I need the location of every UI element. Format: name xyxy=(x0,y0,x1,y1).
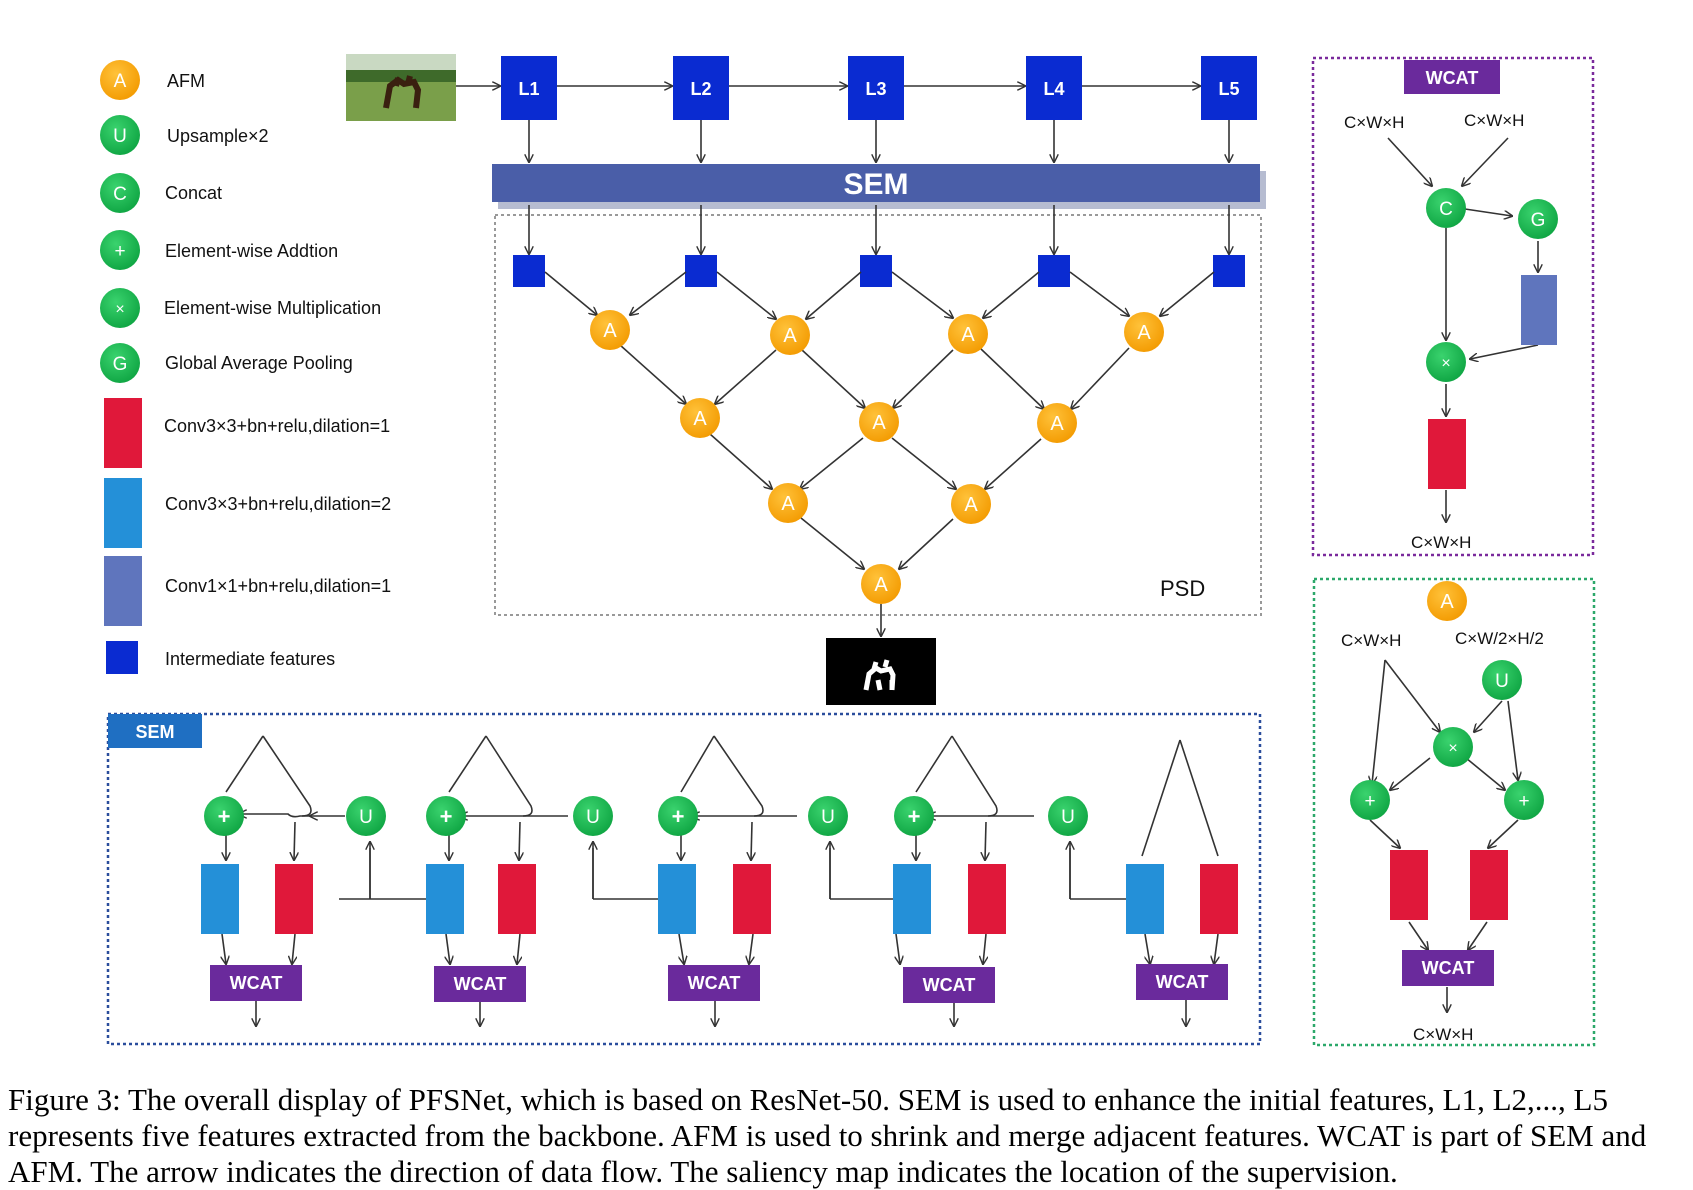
svg-text:U: U xyxy=(1061,807,1075,828)
svg-text:WCAT: WCAT xyxy=(923,975,976,995)
svg-text:A: A xyxy=(781,493,795,515)
sem-tag: SEM xyxy=(135,722,174,742)
svg-text:U: U xyxy=(113,126,127,147)
legend-item-conv1x1: Conv1×1+bn+relu,dilation=1 xyxy=(104,556,391,626)
level-l2: L2 xyxy=(673,56,729,120)
legend-item-intermediate: Intermediate features xyxy=(106,641,335,674)
svg-text:C: C xyxy=(113,184,127,205)
svg-text:+: + xyxy=(1518,791,1529,812)
svg-text:A: A xyxy=(964,494,978,516)
legend-label-intermediate: Intermediate features xyxy=(165,649,335,669)
svg-text:+: + xyxy=(1364,791,1375,812)
svg-text:A: A xyxy=(603,320,617,342)
svg-text:A: A xyxy=(114,71,127,92)
svg-text:U: U xyxy=(821,807,835,828)
legend-label-gap: Global Average Pooling xyxy=(165,353,353,373)
legend-item-addition: + Element-wise Addtion xyxy=(100,230,338,270)
wcat-nodes: C G × xyxy=(1426,188,1558,489)
svg-text:×: × xyxy=(1441,355,1450,372)
wcat-input-2: C×W×H xyxy=(1464,111,1524,130)
svg-text:U: U xyxy=(359,807,373,828)
saliency-map xyxy=(826,638,936,705)
legend-item-conv-d2: Conv3×3+bn+relu,dilation=2 xyxy=(104,478,391,548)
svg-text:WCAT: WCAT xyxy=(230,973,283,993)
legend-item-afm: A AFM xyxy=(100,60,205,100)
figure-caption: Figure 3: The overall display of PFSNet,… xyxy=(8,1082,1647,1189)
svg-text:A: A xyxy=(872,412,886,434)
legend-label-addition: Element-wise Addtion xyxy=(165,241,338,261)
backbone: L1 L2 L3 L4 L5 xyxy=(501,56,1257,162)
svg-text:C: C xyxy=(1439,199,1453,220)
svg-text:+: + xyxy=(672,804,685,829)
level-l1: L1 xyxy=(501,56,557,120)
psd-label: PSD xyxy=(1160,576,1205,601)
svg-text:+: + xyxy=(218,804,231,829)
svg-text:WCAT: WCAT xyxy=(454,974,507,994)
afm-input-2: C×W/2×H/2 xyxy=(1455,629,1544,648)
wcat-input-1: C×W×H xyxy=(1344,113,1404,132)
legend-item-upsample: U Upsample×2 xyxy=(100,115,269,155)
legend-item-conv-d1: Conv3×3+bn+relu,dilation=1 xyxy=(104,398,390,468)
intermediate-features xyxy=(513,255,1245,287)
svg-text:G: G xyxy=(1531,210,1546,231)
level-l3: L3 xyxy=(848,56,904,120)
svg-text:L2: L2 xyxy=(690,79,711,99)
svg-text:G: G xyxy=(113,354,128,375)
svg-text:U: U xyxy=(586,807,600,828)
pfsnet-architecture-diagram: A AFM U Upsample×2 C Concat + Element-wi… xyxy=(100,54,1596,1047)
svg-text:L4: L4 xyxy=(1043,79,1064,99)
svg-text:×: × xyxy=(115,301,124,318)
sem-add-nodes: + + + + xyxy=(204,796,934,836)
legend-label-concat: Concat xyxy=(165,183,222,203)
afm-nodes-detail: U × + + WCAT xyxy=(1350,660,1544,986)
afm-detail: A C×W×H C×W/2×H/2 C×W×H xyxy=(1312,577,1596,1047)
svg-text:WCAT: WCAT xyxy=(1156,972,1209,992)
sem-detail: SEM xyxy=(106,712,1262,1046)
svg-text:U: U xyxy=(1495,671,1509,692)
svg-text:+: + xyxy=(908,804,921,829)
legend-item-concat: C Concat xyxy=(100,173,222,213)
svg-text:A: A xyxy=(961,324,975,346)
wcat-title: WCAT xyxy=(1426,68,1479,88)
afm-input-1: C×W×H xyxy=(1341,631,1401,650)
wcat-detail: WCAT C×W×H C×W×H C×W×H xyxy=(1311,56,1595,557)
legend-item-multiplication: × Element-wise Multiplication xyxy=(100,288,381,328)
svg-text:WCAT: WCAT xyxy=(1422,958,1475,978)
svg-text:L3: L3 xyxy=(865,79,886,99)
svg-text:A: A xyxy=(693,408,707,430)
svg-text:L5: L5 xyxy=(1218,79,1239,99)
afm-output: C×W×H xyxy=(1413,1025,1473,1044)
sem-bar: SEM xyxy=(492,164,1266,209)
svg-text:×: × xyxy=(1448,740,1457,757)
level-l5: L5 xyxy=(1201,56,1257,120)
afm-symbol: A xyxy=(1440,591,1454,613)
svg-text:A: A xyxy=(783,325,797,347)
svg-text:A: A xyxy=(1137,322,1151,344)
afm-nodes: A A A A A A A A A A xyxy=(590,310,1164,604)
sem-wcat-blocks: WCAT WCAT WCAT WCAT WCAT xyxy=(210,964,1228,1003)
svg-text:A: A xyxy=(1050,413,1064,435)
legend-label-upsample: Upsample×2 xyxy=(167,126,269,146)
sem-bar-label: SEM xyxy=(843,168,908,201)
sem-conv-blocks xyxy=(201,864,1238,934)
legend: A AFM U Upsample×2 C Concat + Element-wi… xyxy=(100,60,391,674)
level-l4: L4 xyxy=(1026,56,1082,120)
wcat-output: C×W×H xyxy=(1411,533,1471,552)
svg-text:L1: L1 xyxy=(518,79,539,99)
svg-text:+: + xyxy=(114,241,125,262)
legend-label-conv-d1: Conv3×3+bn+relu,dilation=1 xyxy=(164,416,390,436)
input-image xyxy=(346,54,456,121)
legend-label-multiplication: Element-wise Multiplication xyxy=(164,298,381,318)
legend-label-conv1x1: Conv1×1+bn+relu,dilation=1 xyxy=(165,576,391,596)
svg-text:WCAT: WCAT xyxy=(688,973,741,993)
legend-label-conv-d2: Conv3×3+bn+relu,dilation=2 xyxy=(165,494,391,514)
psd-region: PSD xyxy=(494,214,1262,616)
svg-text:+: + xyxy=(440,804,453,829)
sem-upsample-nodes: U U U U xyxy=(346,796,1088,836)
svg-text:A: A xyxy=(874,574,888,596)
legend-item-gap: G Global Average Pooling xyxy=(100,343,353,383)
legend-label-afm: AFM xyxy=(167,71,205,91)
